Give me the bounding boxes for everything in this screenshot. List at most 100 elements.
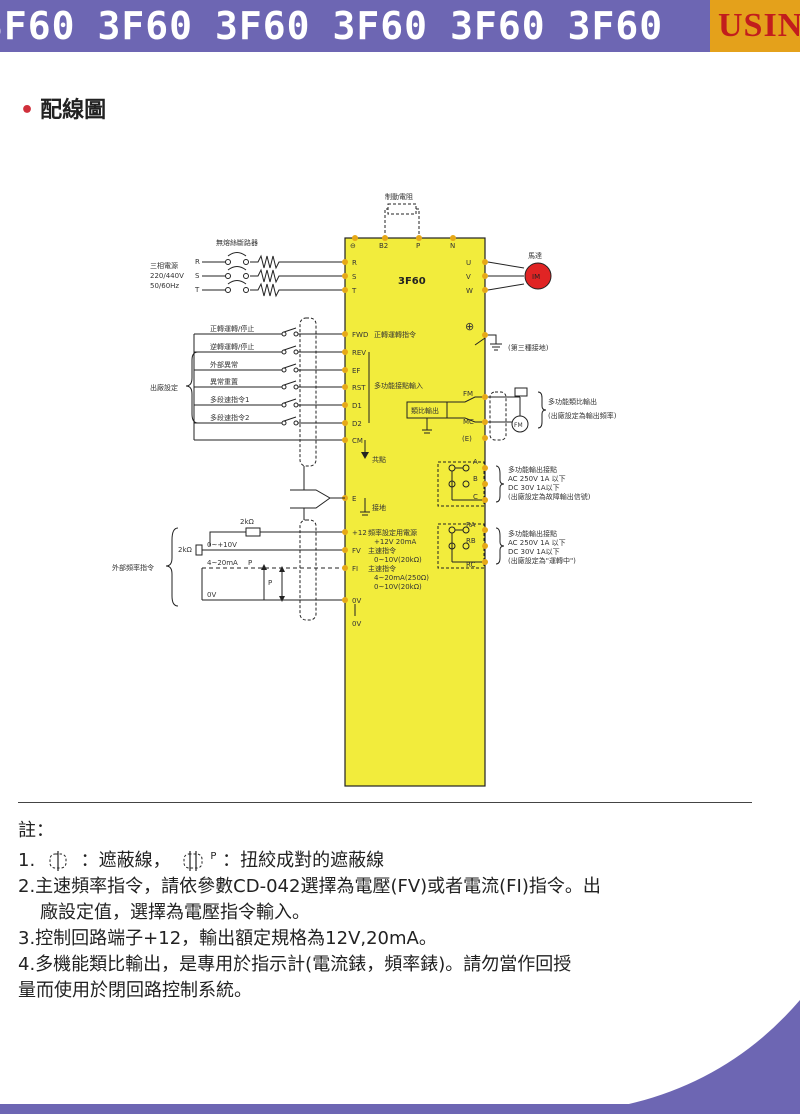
term-t: T <box>351 287 357 295</box>
cmd-ef-label: 外部異常 <box>210 360 238 369</box>
term-rev: REV <box>352 349 366 357</box>
brake-resistor <box>387 203 417 215</box>
brand-logo: USIN <box>710 0 800 52</box>
note-2-cont: 廠設定值，選擇為電壓指令輸入。 <box>40 902 310 923</box>
ground-text: 接地 <box>372 503 386 512</box>
analog-out-label: 多功能類比輸出 <box>548 397 597 406</box>
factory-setting: 出廠設定 <box>150 383 178 392</box>
relay1-title: 多功能輸出接點 <box>508 465 557 474</box>
bullet-icon: • <box>20 98 35 123</box>
relay2-default: (出廠設定為"運轉中") <box>508 556 576 565</box>
v-range: 0~+10V <box>207 541 237 549</box>
wiring-diagram: 3F60 制動電阻 ⊖ B2 P N 無熔絲斷路器 三相電源 220/440V … <box>112 192 617 787</box>
term-mc: MC <box>463 418 474 426</box>
term-d2: D2 <box>352 420 362 428</box>
page-title: •配線圖 <box>20 98 107 123</box>
term-p: P <box>416 242 420 250</box>
term-fm: FM <box>463 390 473 398</box>
term-n: N <box>450 242 455 250</box>
fv-desc-1: 主速指令 <box>368 546 396 555</box>
notes-head: 註： <box>18 820 54 841</box>
relay2-wiring <box>437 523 505 569</box>
relay2-title: 多功能輸出接點 <box>508 529 557 538</box>
cmd-fwd-label: 正轉運轉/停止 <box>210 324 254 333</box>
notes-divider <box>18 802 752 803</box>
relay1-dc: DC 30V 1A以下 <box>508 484 560 492</box>
footer-bar <box>0 1104 800 1114</box>
term-v: V <box>466 273 471 281</box>
cmd-rst-label: 異常重置 <box>210 377 238 386</box>
relay-rb: RB <box>466 537 476 545</box>
note-4: 4.多機能類比輸出，是專用於指示計(電流錶，頻率錶)。請勿當作回授 <box>18 954 572 975</box>
supply-frequency: 50/60Hz <box>150 282 179 290</box>
relay1-ac: AC 250V 1A 以下 <box>508 475 566 483</box>
term-0v: 0V <box>352 597 361 605</box>
motor-symbol <box>524 262 552 290</box>
cmd-d1-label: 多段速指令1 <box>210 395 249 404</box>
term-0v-2: 0V <box>352 620 361 628</box>
relay-c: C <box>473 493 478 501</box>
twisted-pair-icon <box>183 851 203 871</box>
fm-meter-label: FM <box>514 422 523 429</box>
note-1: 1. ：遮蔽線， P ：扭絞成對的遮蔽線 <box>18 850 385 871</box>
term-fi: FI <box>352 565 358 573</box>
relay1-default: (出廠設定為故障輸出信號) <box>508 492 591 501</box>
fi-desc-2: 4~20mA(250Ω) <box>374 574 429 582</box>
shield-wire-icon <box>49 851 67 871</box>
ma-range: 4~20mA <box>207 559 238 567</box>
ground-icon: ⊕ <box>465 320 474 333</box>
analog-out-wiring <box>488 387 547 441</box>
freq-cmd-label: 外部頻率指令 <box>112 563 154 572</box>
term-u: U <box>466 259 471 267</box>
analog-out-box-label: 類比輸出 <box>411 406 439 415</box>
p-label-1: P <box>248 559 252 567</box>
header-banner: 3F603F603F603F603F603F60 USIN <box>0 0 800 52</box>
p12-desc-1: 頻率設定用電源 <box>368 528 417 537</box>
cmd-rev-label: 逆轉運轉/停止 <box>210 342 254 351</box>
relay2-dc: DC 30V 1A以下 <box>508 548 560 556</box>
t-in: T <box>194 286 200 294</box>
term-cm: CM <box>352 437 363 445</box>
breaker-symbol <box>202 252 345 298</box>
term-r: R <box>352 259 357 267</box>
fi-desc-1: 主速指令 <box>368 564 396 573</box>
analog-terminals <box>342 529 348 603</box>
supply-voltage: 220/440V <box>150 272 184 280</box>
zero-v-label: 0V <box>207 591 216 599</box>
term-d1: D1 <box>352 402 362 410</box>
banner-model-text: 3F603F603F603F603F603F60 <box>0 4 664 48</box>
relay-rc: RC <box>466 561 476 569</box>
term-minus: ⊖ <box>350 242 356 250</box>
relay-ra: RA <box>466 521 476 529</box>
breaker-label: 無熔絲斷路器 <box>216 238 258 247</box>
s-in: S <box>195 272 200 280</box>
analog-out-default: (出廠設定為輸出頻率) <box>548 411 617 420</box>
term-b2: B2 <box>379 242 388 250</box>
p-label-2: P <box>268 579 272 587</box>
fi-desc-3: 0~10V(20kΩ) <box>374 583 422 591</box>
relay1-wiring <box>437 461 505 507</box>
top-terminals: ⊖ B2 P N <box>350 235 456 250</box>
pot-left-label: 2kΩ <box>178 546 193 554</box>
term-s: S <box>352 273 357 281</box>
relay2-ac: AC 250V 1A 以下 <box>508 539 566 547</box>
term-rst: RST <box>352 384 366 392</box>
r-in: R <box>195 258 200 266</box>
motor-label: 馬達 <box>528 251 542 260</box>
ground-note: (第三種接地) <box>508 343 549 352</box>
motor-im: IM <box>532 273 540 281</box>
term-fv: FV <box>352 547 361 555</box>
cmd-d2-label: 多段速指令2 <box>210 413 249 422</box>
pot-label: 2kΩ <box>240 518 255 526</box>
multi-input-label: 多功能接點輸入 <box>374 381 423 390</box>
term-ef: EF <box>352 367 360 375</box>
relay-b: B <box>473 475 478 483</box>
term-w: W <box>466 287 473 295</box>
fv-desc-2: 0~10V(20kΩ) <box>374 556 422 564</box>
term-e: E <box>352 495 356 503</box>
relay-a: A <box>473 458 478 466</box>
common-label: 共點 <box>372 455 386 464</box>
note-4-cont: 量而使用於閉回路控制系統。 <box>18 980 252 1001</box>
p12-desc-2: +12V 20mA <box>374 538 417 546</box>
analog-input-wiring <box>165 519 345 621</box>
